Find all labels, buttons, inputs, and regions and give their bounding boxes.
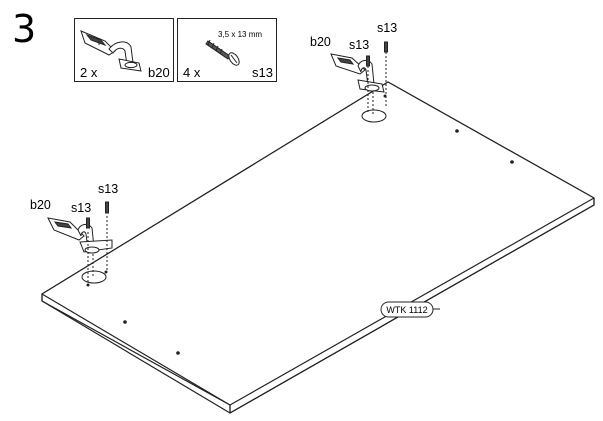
screw-icon (205, 39, 240, 66)
callout-left-screw-a: s13 (71, 201, 92, 215)
pilot-hole (86, 283, 90, 287)
cup-hole-right (361, 109, 387, 123)
screw-icon (366, 41, 388, 67)
callout-right-screw-a: s13 (349, 38, 370, 52)
pilot-hole (176, 351, 180, 355)
parts-legend-screw-box: 3,5 x 13 mm 4 x s13 (177, 18, 277, 82)
screw-code: s13 (252, 65, 273, 80)
pilot-hole (123, 320, 127, 324)
callout-left-hinge: b20 (30, 198, 51, 212)
pilot-hole (510, 160, 514, 164)
hinge-icon (80, 30, 142, 72)
screw-icon (86, 201, 109, 229)
screw-quantity: 4 x (183, 65, 201, 80)
hinge-icon (330, 53, 385, 93)
callout-right-screw-b: s13 (377, 21, 398, 35)
pilot-hole (104, 270, 108, 274)
pilot-hole (455, 129, 459, 133)
hinge-icon (47, 217, 113, 254)
parts-legend-hinge-box: 2 x b20 (74, 18, 174, 82)
hinge-quantity: 2 x (80, 65, 98, 80)
hinge-code: b20 (148, 65, 170, 80)
step-number: 3 (12, 7, 37, 51)
desk-panel (41, 81, 595, 414)
callout-left-screw-b: s13 (98, 182, 119, 196)
screw-spec: 3,5 x 13 mm (218, 30, 263, 39)
panel-label: WTK 1112 (386, 305, 427, 315)
callout-right-hinge: b20 (310, 35, 331, 49)
cup-hole-left (81, 270, 107, 284)
